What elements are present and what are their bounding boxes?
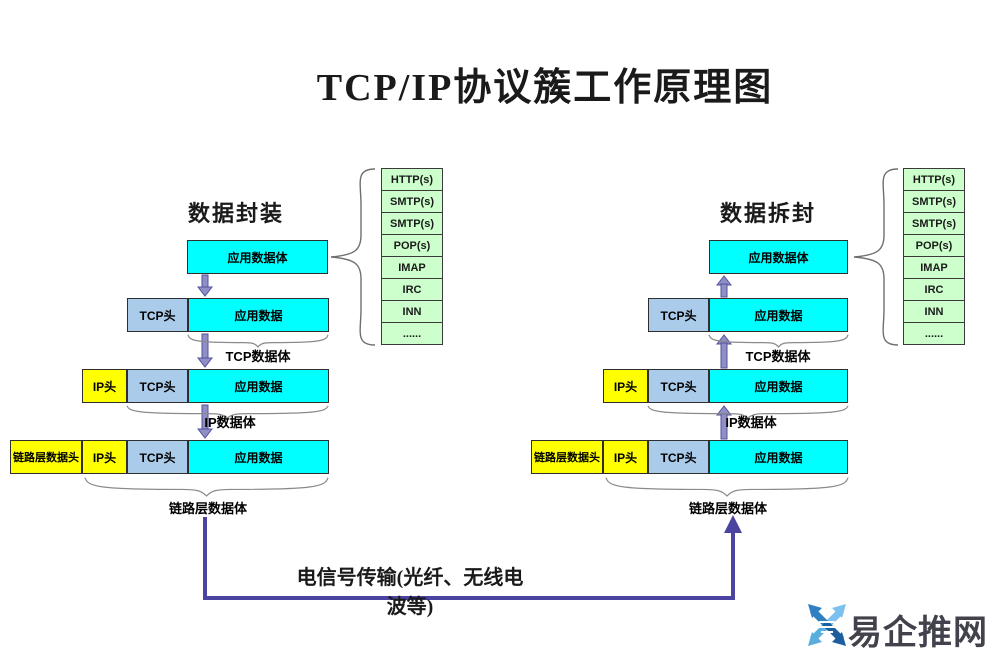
ip-header-cell: IP头 bbox=[603, 440, 648, 474]
app-body-cell: 应用数据体 bbox=[709, 240, 848, 274]
underbrace bbox=[648, 404, 848, 418]
protocol-item: SMTP(s) bbox=[381, 212, 443, 235]
encap-row-tcp: TCP头 应用数据 bbox=[127, 298, 329, 332]
protocol-item: INN bbox=[903, 300, 965, 323]
watermark-text: 易企推网络 bbox=[848, 615, 988, 651]
encap-row-app: 应用数据体 bbox=[187, 240, 328, 274]
encap-row-link: 链路层数据头 IP头 TCP头 应用数据 bbox=[10, 440, 329, 474]
decap-row-ip: IP头 TCP头 应用数据 bbox=[603, 369, 848, 403]
protocol-brace bbox=[853, 168, 899, 346]
ip-header-cell: IP头 bbox=[82, 440, 127, 474]
encapsulation-heading: 数据封装 bbox=[187, 201, 284, 226]
protocol-item: SMTP(s) bbox=[903, 212, 965, 235]
protocol-brace bbox=[330, 168, 376, 346]
underbrace bbox=[709, 333, 848, 347]
decap-row-tcp: TCP头 应用数据 bbox=[648, 298, 848, 332]
link-header-cell: 链路层数据头 bbox=[10, 440, 82, 474]
protocol-item: SMTP(s) bbox=[381, 190, 443, 213]
ip-body-label: IP数据体 bbox=[204, 415, 256, 430]
ip-header-cell: IP头 bbox=[603, 369, 648, 403]
decap-row-app: 应用数据体 bbox=[709, 240, 848, 274]
tcp-header-cell: TCP头 bbox=[648, 440, 709, 474]
underbrace bbox=[188, 333, 328, 347]
protocol-item: POP(s) bbox=[381, 234, 443, 257]
app-data-cell: 应用数据 bbox=[188, 369, 329, 403]
tcp-header-cell: TCP头 bbox=[648, 369, 709, 403]
protocol-item: POP(s) bbox=[903, 234, 965, 257]
app-data-cell: 应用数据 bbox=[709, 369, 848, 403]
protocol-item: ...... bbox=[381, 322, 443, 345]
down-arrow-icon bbox=[196, 333, 214, 368]
decap-row-link: 链路层数据头 IP头 TCP头 应用数据 bbox=[531, 440, 848, 474]
tcp-body-label: TCP数据体 bbox=[745, 349, 811, 364]
app-data-cell: 应用数据 bbox=[188, 440, 329, 474]
protocol-item: IRC bbox=[903, 278, 965, 301]
underbrace bbox=[606, 475, 848, 496]
app-data-cell: 应用数据 bbox=[709, 440, 848, 474]
up-arrow-icon bbox=[715, 275, 733, 298]
tcp-header-cell: TCP头 bbox=[127, 440, 188, 474]
protocol-item: HTTP(s) bbox=[903, 168, 965, 191]
tcp-header-cell: TCP头 bbox=[127, 298, 188, 332]
down-arrow-icon bbox=[196, 274, 214, 297]
tcp-header-cell: TCP头 bbox=[127, 369, 188, 403]
app-data-cell: 应用数据 bbox=[709, 298, 848, 332]
page-title: TCP/IP协议簇工作原理图 bbox=[316, 67, 774, 109]
app-data-cell: 应用数据 bbox=[188, 298, 329, 332]
decapsulation-heading: 数据拆封 bbox=[719, 201, 816, 226]
tcp-body-label: TCP数据体 bbox=[225, 349, 291, 364]
underbrace bbox=[85, 475, 328, 496]
protocol-item: INN bbox=[381, 300, 443, 323]
tcp-header-cell: TCP头 bbox=[648, 298, 709, 332]
down-arrow-icon bbox=[196, 404, 214, 439]
link-body-label: 链路层数据体 bbox=[168, 501, 247, 516]
protocol-list-left: HTTP(s) SMTP(s) SMTP(s) POP(s) IMAP IRC … bbox=[381, 168, 443, 345]
link-body-label: 链路层数据体 bbox=[688, 501, 767, 516]
protocol-item: SMTP(s) bbox=[903, 190, 965, 213]
app-body-cell: 应用数据体 bbox=[187, 240, 328, 274]
company-logo-icon bbox=[808, 604, 846, 646]
ip-header-cell: IP头 bbox=[82, 369, 127, 403]
link-header-cell: 链路层数据头 bbox=[531, 440, 603, 474]
protocol-item: HTTP(s) bbox=[381, 168, 443, 191]
encap-row-ip: IP头 TCP头 应用数据 bbox=[82, 369, 329, 403]
underbrace bbox=[127, 404, 328, 418]
protocol-list-right: HTTP(s) SMTP(s) SMTP(s) POP(s) IMAP IRC … bbox=[903, 168, 965, 345]
protocol-item: IMAP bbox=[903, 256, 965, 279]
protocol-item: IMAP bbox=[381, 256, 443, 279]
protocol-item: ...... bbox=[903, 322, 965, 345]
ip-body-label: IP数据体 bbox=[725, 415, 777, 430]
transmission-label: 电信号传输(光纤、无线电波等) bbox=[296, 567, 524, 618]
protocol-item: IRC bbox=[381, 278, 443, 301]
transmission-connector bbox=[203, 515, 742, 600]
